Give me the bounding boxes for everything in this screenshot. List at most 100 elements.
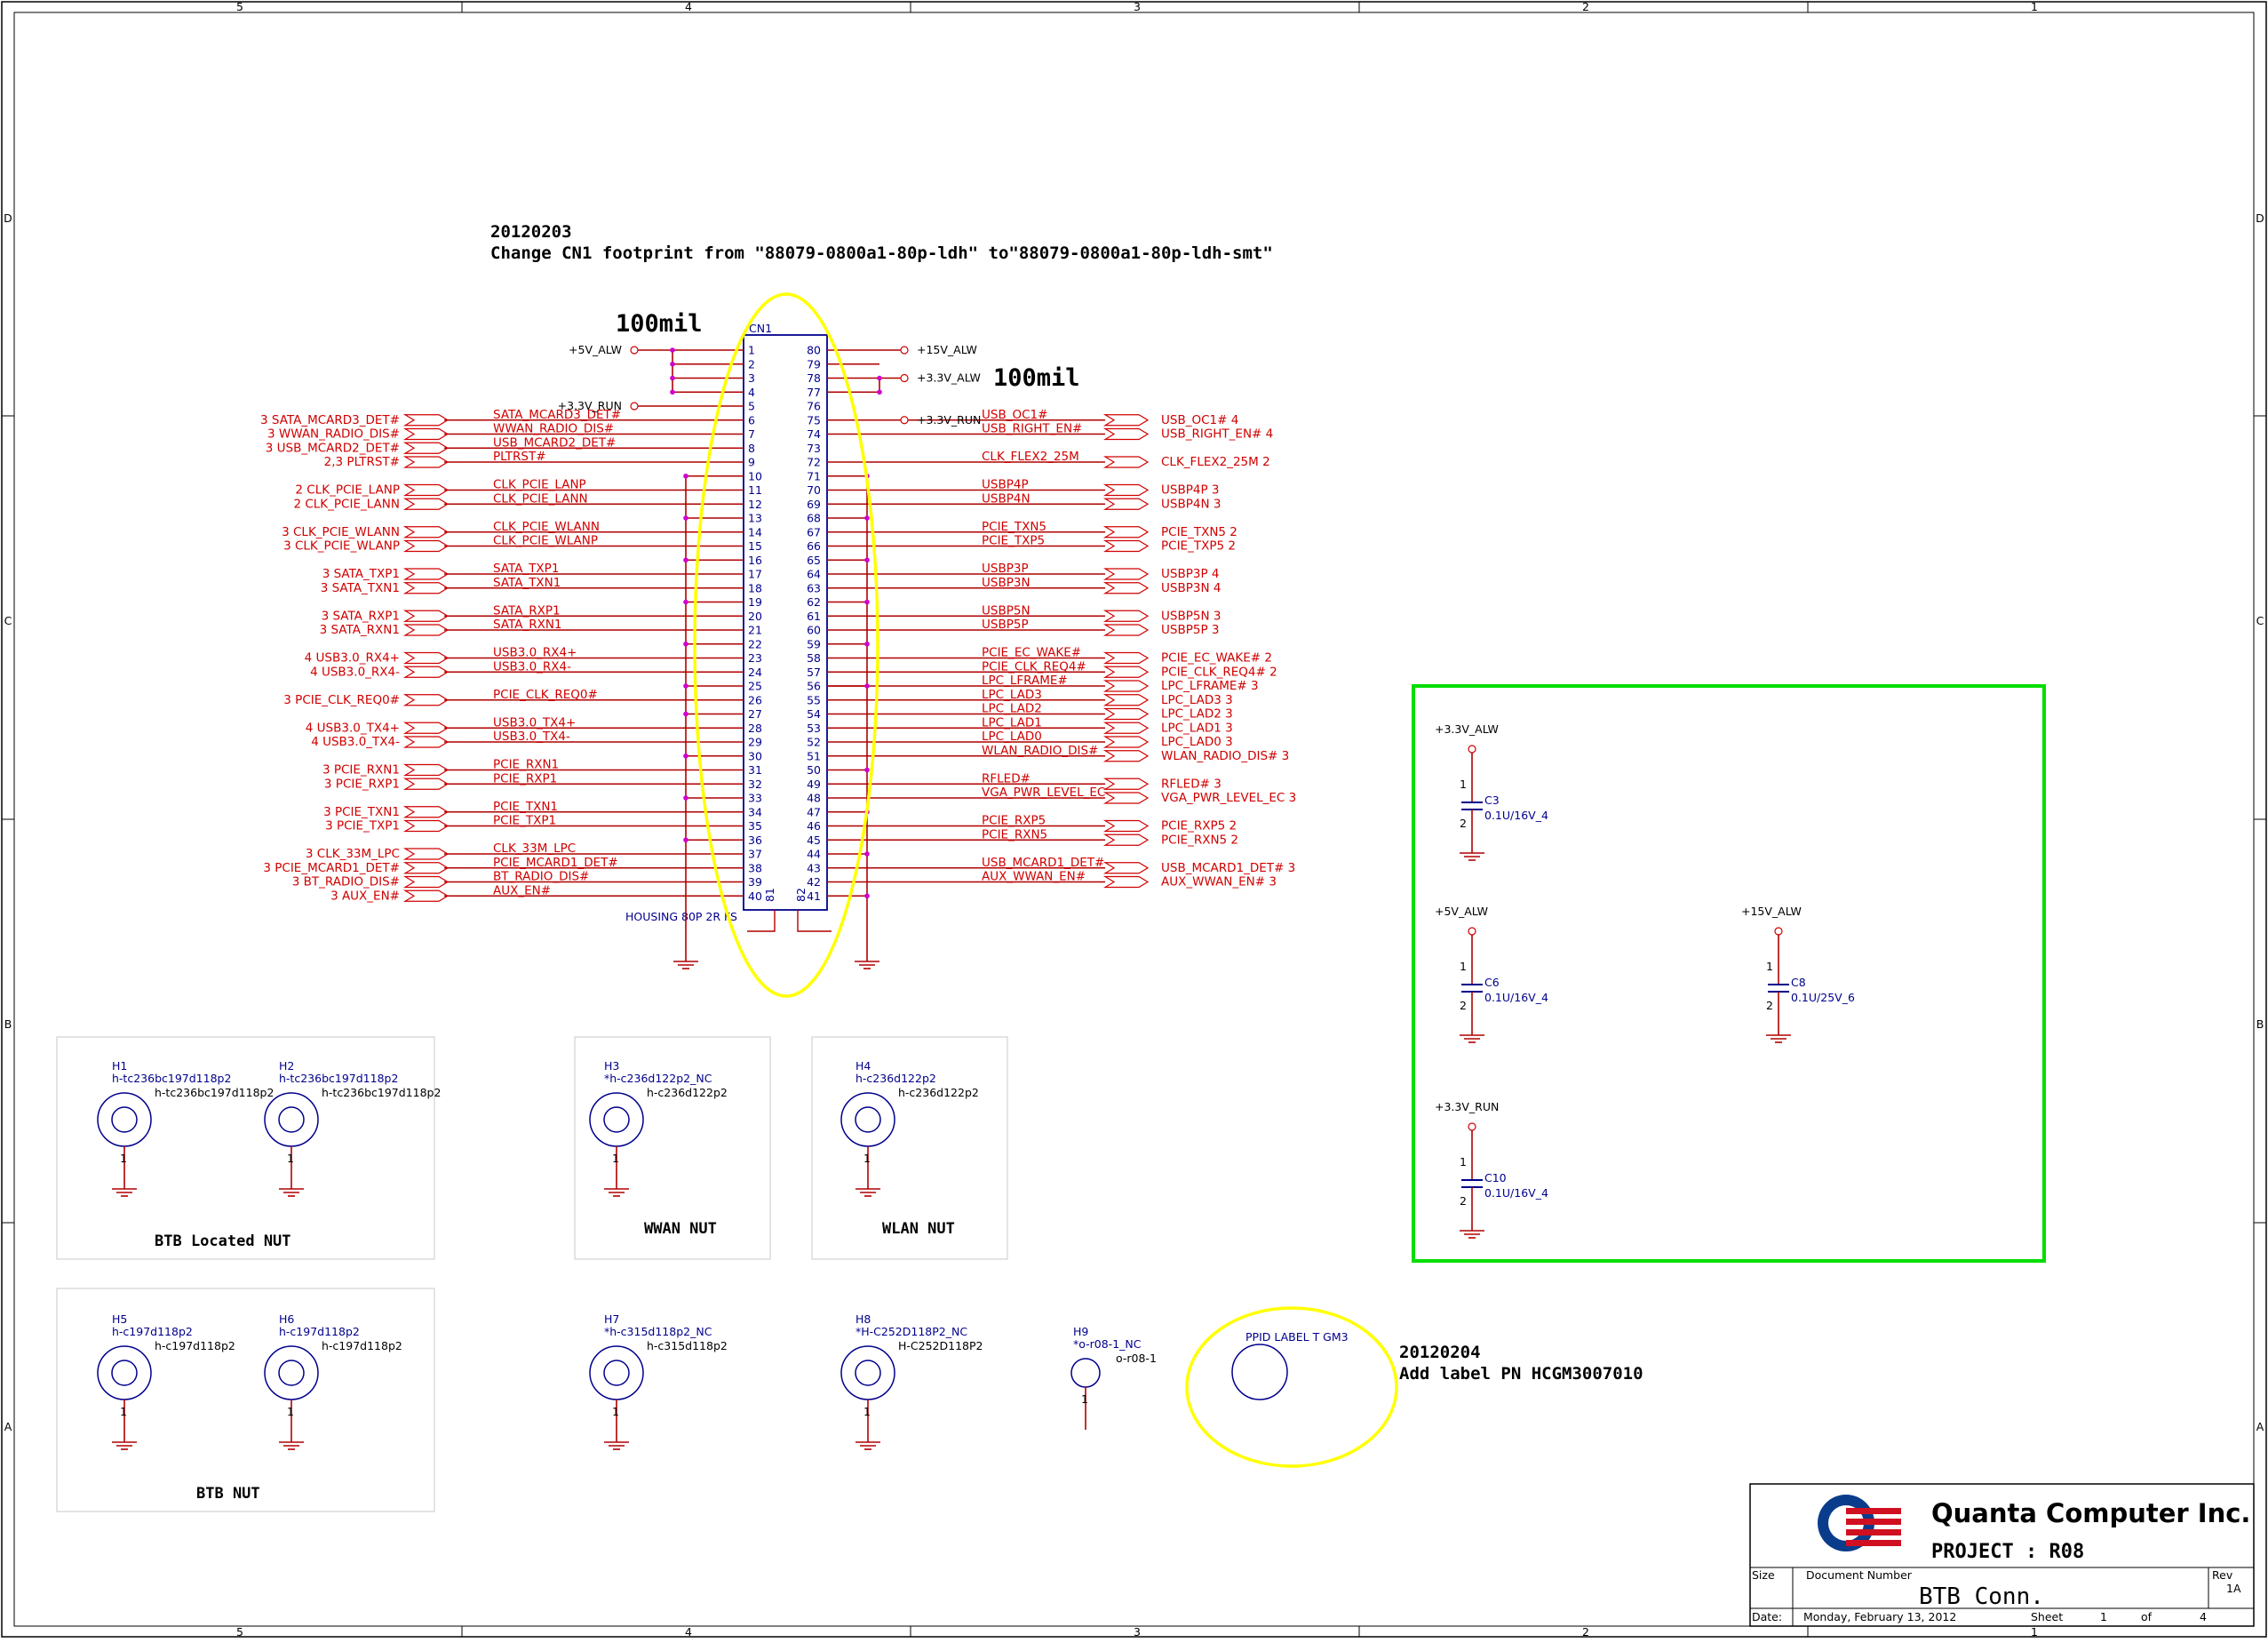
left-junction: [670, 361, 675, 367]
right-net-label: USB_OC1#: [982, 408, 1047, 422]
left-net-label: PCIE_RXP1: [493, 771, 557, 786]
mounting-hole: 1H7*h-c315d118p2_NCh-c315d118p2: [589, 1312, 728, 1450]
cn1-pin-left: 12: [748, 498, 762, 511]
left-net-label: USB3.0_TX4-: [493, 730, 570, 744]
left-offpage-connector: [402, 456, 450, 468]
right-ground-junction: [864, 641, 870, 647]
left-net-label: SATA_TXN1: [493, 576, 561, 590]
right-offpage-connector: [1102, 539, 1150, 553]
left-port-label: 3 SATA_TXP1: [322, 567, 400, 581]
cn1-pin-right: 42: [807, 875, 821, 889]
rev-label: Rev: [2212, 1568, 2233, 1582]
right-port-label: USB_RIGHT_EN# 4: [1161, 427, 1273, 442]
right-ground-junction: [864, 683, 870, 689]
cn1-pin-right: 79: [807, 357, 821, 371]
left-nets: SATA_MCARD3_DET#3 SATA_MCARD3_DET#WWAN_R…: [260, 343, 744, 903]
right-offpage-connector: [1102, 427, 1150, 441]
cn1-pin-left: 24: [748, 666, 762, 679]
cap-rail-label: +15V_ALW: [1741, 905, 1802, 918]
cn1-pin-right: 51: [807, 749, 821, 762]
cn1-pin-left: 22: [748, 637, 762, 650]
frame-col-top: 1: [2031, 0, 2038, 13]
right-offpage-connector: [1102, 568, 1150, 580]
hole-ref: H3: [604, 1059, 619, 1073]
right-offpage-connector: [1102, 792, 1150, 804]
cn1-pin-right: 77: [807, 386, 821, 399]
hole-ground-symbol: [604, 1441, 629, 1450]
left-port-label: 3 AUX_EN#: [330, 889, 400, 903]
cn1-pin-right: 47: [807, 805, 821, 818]
cn1-pin-left: 4: [748, 386, 755, 399]
right-power-port: [900, 346, 909, 355]
hole-part: h-c197d118p2: [279, 1325, 360, 1338]
cn1-pin-right: 41: [807, 889, 821, 903]
left-port-label: 3 PCIE_MCARD1_DET#: [263, 861, 400, 875]
cn1-pin-left: 16: [748, 554, 762, 567]
left-offpage-connector: [402, 483, 450, 497]
right-port-label: PCIE_CLK_REQ4# 2: [1161, 665, 1277, 679]
cn1-pin-left: 14: [748, 525, 762, 538]
left-offpage-connector: [402, 806, 450, 818]
right-port-label: AUX_WWAN_EN# 3: [1161, 875, 1277, 889]
mounting-hole: 1H9*o-r08-1_NCo-r08-1: [1070, 1325, 1157, 1430]
left-net-label: AUX_EN#: [493, 883, 551, 897]
right-net-label: USBP3N: [982, 576, 1031, 590]
left-net-label: SATA_RXN1: [493, 618, 562, 632]
left-ground-junction: [683, 795, 688, 801]
right-offpage-connector: [1102, 582, 1150, 594]
cn1-pin-left: 9: [748, 456, 755, 469]
right-offpage-connector: [1102, 862, 1150, 874]
left-net-label: SATA_MCARD3_DET#: [493, 408, 621, 422]
cn1-pin-right: 43: [807, 861, 821, 874]
hole-ref: H7: [604, 1312, 619, 1326]
right-port-label: USBP5P 3: [1161, 623, 1219, 637]
hole-ground-symbol: [855, 1188, 880, 1197]
right-offpage-connector: [1102, 414, 1150, 427]
left-offpage-connector: [402, 568, 450, 580]
cn1-pin-left: 5: [748, 400, 755, 413]
wwan-group-box: [574, 1036, 771, 1260]
cn1-pin-right: 50: [807, 763, 821, 777]
left-port-label: 3 SATA_RXN1: [320, 623, 400, 637]
hole-pin-number: 1: [287, 1405, 294, 1418]
hole-inner-ring: [603, 1106, 630, 1133]
docnum-label: Document Number: [1806, 1568, 1913, 1582]
cn1-pin-right: 52: [807, 736, 821, 749]
left-offpage-connector: [402, 582, 450, 594]
right-net-label: LPC_LAD1: [982, 715, 1042, 730]
cn1-pin-right: 44: [807, 848, 821, 861]
right-junction: [877, 375, 882, 381]
sheet-total: 4: [2200, 1610, 2207, 1623]
cn1-pin-right: 67: [807, 525, 821, 538]
mounting-hole: 1H3*h-c236d122p2_NCh-c236d122p2: [589, 1059, 728, 1197]
left-port-label: 3 SATA_MCARD3_DET#: [260, 413, 400, 427]
cn1-pin-left: 13: [748, 512, 762, 525]
cap-power-port: [1468, 745, 1476, 754]
cn1-pin-left: 33: [748, 792, 762, 805]
right-offpage-connector: [1102, 707, 1150, 721]
right-net-label: USBP3P: [982, 562, 1029, 576]
date-value: Monday, February 13, 2012: [1803, 1610, 1956, 1623]
cn1-pin-left: 21: [748, 624, 762, 637]
cn1-pin-left: 37: [748, 848, 762, 861]
cn1-pin-right: 62: [807, 595, 821, 609]
right-port-label: PCIE_TXP5 2: [1161, 539, 1236, 554]
cn1-pin-right: 58: [807, 651, 821, 665]
left-power-port: [630, 346, 639, 355]
hole-part: *H-C252D118P2_NC: [855, 1325, 967, 1338]
right-net-label: PCIE_RXP5: [982, 814, 1046, 828]
cn1-pin-left: 35: [748, 819, 762, 833]
right-net-label: PCIE_CLK_REQ4#: [982, 659, 1086, 674]
left-junction: [670, 347, 675, 353]
right-offpage-connector: [1102, 694, 1150, 706]
hole-inner-ring: [278, 1106, 305, 1133]
cap-value: 0.1U/16V_4: [1484, 991, 1548, 1004]
left-net-label: SATA_RXP1: [493, 603, 561, 618]
cn1-pin-left: 25: [748, 680, 762, 693]
project-name: PROJECT : R08: [1931, 1541, 2084, 1563]
hole-ground-symbol: [279, 1441, 304, 1450]
